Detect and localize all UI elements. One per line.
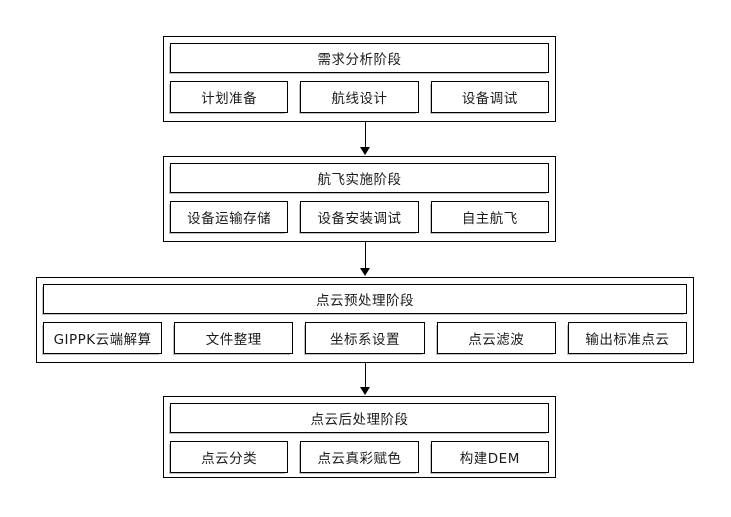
arrowhead-down-icon — [360, 268, 370, 276]
step-box-plan-preparation[interactable]: 计划准备 — [170, 81, 289, 113]
step-box-gippk-cloud-solving[interactable]: GIPPK云端解算 — [43, 322, 163, 354]
stage-requirement-analysis: 需求分析阶段 计划准备 航线设计 设备调试 — [163, 36, 556, 122]
step-row-pointcloud-postprocessing: 点云分类 点云真彩赋色 构建DEM — [170, 441, 549, 473]
step-box-pointcloud-filtering[interactable]: 点云滤波 — [436, 322, 556, 354]
step-box-pointcloud-classification[interactable]: 点云分类 — [170, 441, 289, 473]
step-box-autonomous-flight[interactable]: 自主航飞 — [430, 201, 549, 233]
arrowhead-down-icon — [360, 387, 370, 395]
step-box-coordinate-system-setup[interactable]: 坐标系设置 — [305, 322, 425, 354]
step-row-requirement-analysis: 计划准备 航线设计 设备调试 — [170, 81, 549, 113]
stage-pointcloud-postprocessing: 点云后处理阶段 点云分类 点云真彩赋色 构建DEM — [163, 396, 556, 478]
step-row-flight-execution: 设备运输存储 设备安装调试 自主航飞 — [170, 201, 549, 233]
arrowhead-down-icon — [360, 147, 370, 155]
stage-title-pointcloud-preprocessing: 点云预处理阶段 — [43, 284, 687, 314]
stage-title-requirement-analysis: 需求分析阶段 — [170, 43, 549, 73]
stage-pointcloud-preprocessing: 点云预处理阶段 GIPPK云端解算 文件整理 坐标系设置 点云滤波 输出标准点云 — [36, 277, 694, 363]
connector-line — [365, 363, 367, 388]
step-box-equipment-transport-storage[interactable]: 设备运输存储 — [170, 201, 289, 233]
connector-stage3-to-stage4 — [360, 363, 371, 396]
connector-stage1-to-stage2 — [360, 122, 371, 156]
stage-flight-execution: 航飞实施阶段 设备运输存储 设备安装调试 自主航飞 — [163, 156, 556, 242]
step-row-pointcloud-preprocessing: GIPPK云端解算 文件整理 坐标系设置 点云滤波 输出标准点云 — [43, 322, 688, 354]
stage-title-pointcloud-postprocessing: 点云后处理阶段 — [170, 403, 549, 433]
connector-stage2-to-stage3 — [360, 242, 371, 277]
connector-line — [365, 122, 367, 148]
step-box-route-design[interactable]: 航线设计 — [300, 81, 419, 113]
step-box-build-dem[interactable]: 构建DEM — [430, 441, 549, 473]
stage-title-flight-execution: 航飞实施阶段 — [170, 163, 549, 193]
step-box-file-organization[interactable]: 文件整理 — [174, 322, 294, 354]
step-box-pointcloud-true-color[interactable]: 点云真彩赋色 — [300, 441, 419, 473]
connector-line — [365, 242, 367, 269]
step-box-output-standard-pointcloud[interactable]: 输出标准点云 — [567, 322, 688, 354]
step-box-equipment-install-debug[interactable]: 设备安装调试 — [300, 201, 419, 233]
step-box-equipment-debug[interactable]: 设备调试 — [430, 81, 549, 113]
